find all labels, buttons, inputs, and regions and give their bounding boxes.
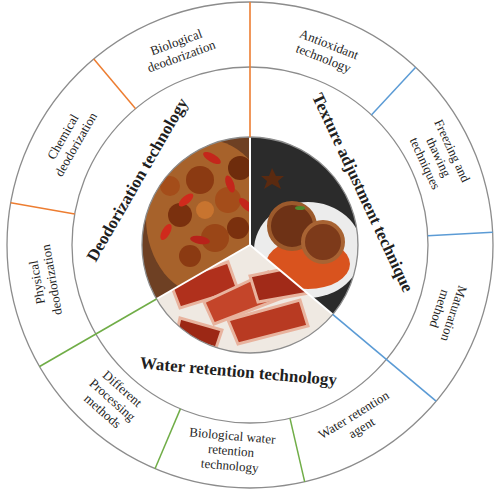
sliced-meat-photo (150, 238, 340, 360)
star-anise (261, 168, 284, 189)
chicken-piece (186, 166, 214, 194)
segment-divider (94, 59, 136, 109)
chicken-piece (215, 187, 241, 213)
sector-divider (249, 2, 251, 137)
segment-divider (290, 418, 305, 481)
chicken-piece (168, 203, 192, 227)
red-pepper (201, 150, 222, 167)
outer-ring (7, 2, 493, 488)
chicken-piece (227, 217, 249, 239)
red-pepper (223, 174, 237, 194)
chicken-piece (228, 156, 252, 180)
red-pepper (158, 222, 174, 242)
segment-divider (428, 232, 493, 235)
chicken-piece (196, 201, 214, 219)
meat-slice (228, 300, 308, 344)
segment-box: Biological water retention technology (182, 425, 282, 478)
segment-divider (11, 203, 75, 214)
meat-slice (250, 262, 326, 302)
meat-slice (176, 318, 222, 348)
photo-ground (150, 238, 340, 360)
photo-divider (250, 245, 333, 314)
chicken-piece (179, 245, 201, 267)
chicken-piece (160, 176, 180, 196)
inner-ring (142, 137, 358, 353)
red-pepper (189, 234, 210, 245)
red-pepper (177, 191, 196, 209)
photo-divider (157, 245, 251, 299)
meat-slice (303, 222, 343, 262)
segment-divider (371, 67, 415, 115)
segment-label: Biological water retention technology (182, 425, 282, 478)
photo-divider (249, 137, 251, 245)
garnish (295, 206, 305, 210)
segment-divider (155, 409, 180, 469)
